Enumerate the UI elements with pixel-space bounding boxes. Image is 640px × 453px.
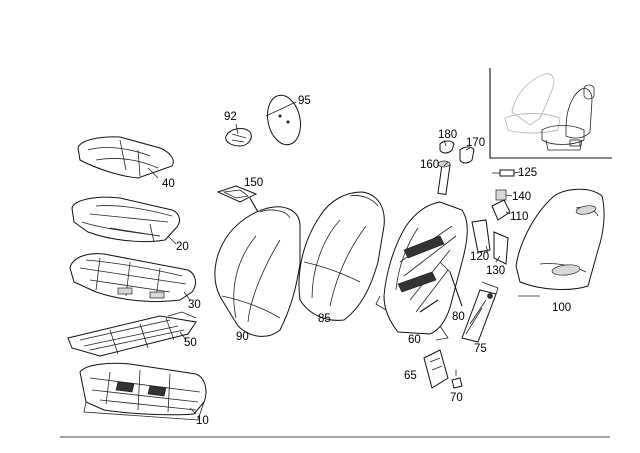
callout-120: 120 — [470, 251, 489, 263]
callout-140: 140 — [512, 191, 531, 203]
part-120-cover-cap — [471, 219, 491, 253]
callout-85: 85 — [318, 313, 331, 325]
part-130-trim-piece — [493, 231, 509, 265]
callout-20: 20 — [176, 241, 189, 253]
part-40-seat-cover — [77, 136, 174, 179]
callout-90: 90 — [236, 331, 249, 343]
callout-130: 130 — [486, 265, 505, 277]
callout-60: 60 — [408, 334, 421, 346]
callout-160: 160 — [420, 159, 439, 171]
part-30-seat-frame — [69, 253, 196, 303]
part-95-disc — [267, 94, 301, 146]
part-180-release-button — [439, 140, 455, 154]
part-10-seat-base — [79, 362, 207, 421]
callout-40: 40 — [162, 178, 175, 190]
part-80-rod — [439, 261, 463, 307]
part-90-backrest-cover — [214, 206, 301, 337]
part-60-backrest-frame — [375, 201, 468, 341]
callout-180: 180 — [438, 129, 457, 141]
part-160-headrest-guide — [437, 160, 451, 195]
part-75-recliner-adjuster — [461, 281, 499, 343]
part-50-heater-mat — [67, 311, 197, 357]
part-125-screw — [492, 169, 515, 177]
callout-75: 75 — [474, 343, 487, 355]
part-92-clip — [225, 128, 252, 147]
callout-65: 65 — [404, 370, 417, 382]
part-110-lever — [491, 199, 511, 221]
part-20-seat-pad — [71, 196, 180, 243]
callout-30: 30 — [188, 299, 201, 311]
callout-50: 50 — [184, 337, 197, 349]
callout-95: 95 — [298, 95, 311, 107]
callout-10: 10 — [196, 415, 209, 427]
leader-lines — [147, 101, 540, 415]
callout-170: 170 — [466, 137, 485, 149]
callout-125: 125 — [518, 167, 537, 179]
part-65-release-handle — [423, 349, 449, 389]
part-70-bolt — [451, 370, 463, 389]
callout-150: 150 — [244, 177, 263, 189]
callout-100: 100 — [552, 302, 571, 314]
part-85-backrest-pad — [298, 191, 385, 321]
part-140-nut — [495, 189, 507, 201]
callout-80: 80 — [452, 311, 465, 323]
callout-92: 92 — [224, 111, 237, 123]
seat-overview-inset — [489, 68, 612, 159]
callout-110: 110 — [510, 211, 528, 223]
callout-70: 70 — [450, 392, 463, 404]
callout-labels: 92 95 40 150 20 30 50 10 90 85 180 170 1… — [162, 95, 571, 427]
part-100-rear-panel — [515, 188, 605, 290]
part-150-bracket — [216, 185, 259, 213]
part-170-guide-sleeve — [459, 146, 475, 164]
